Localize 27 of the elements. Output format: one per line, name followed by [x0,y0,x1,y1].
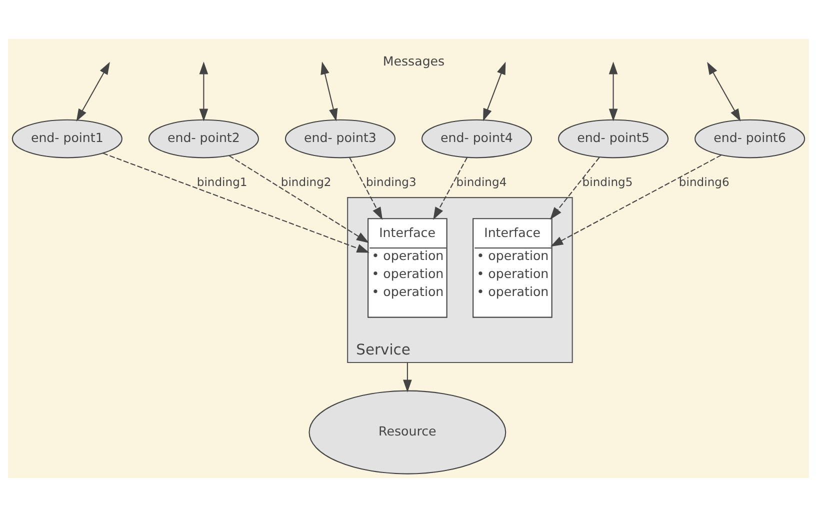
node-ellipse: end- point6 [694,119,806,158]
arrow [550,157,600,220]
node-ellipse: end- point5 [558,119,669,158]
node-ellipse: end- point2 [148,119,259,158]
edge-label: binding4 [456,174,507,189]
arrow [608,62,618,122]
edge-label: binding5 [582,174,633,189]
arrow [199,62,208,122]
arrow [403,362,412,392]
edge-label: binding6 [678,174,730,189]
arrow [433,157,468,220]
arrow [707,62,741,122]
arrow [483,62,506,122]
arrow [550,154,722,247]
edge-label: binding3 [366,174,416,189]
edge-label: binding1 [196,174,248,189]
node-ellipse: end- point1 [12,119,122,158]
arrow [228,155,370,243]
node-ellipse: Resource [308,390,506,474]
arrow [76,62,110,122]
node-ellipse: end- point3 [284,119,396,158]
node-ellipse: end- point4 [421,119,532,158]
arrow [102,152,370,253]
label: Messages [382,53,445,68]
arrow [320,62,338,122]
edge-label: binding2 [280,174,332,189]
arrow [349,157,383,220]
